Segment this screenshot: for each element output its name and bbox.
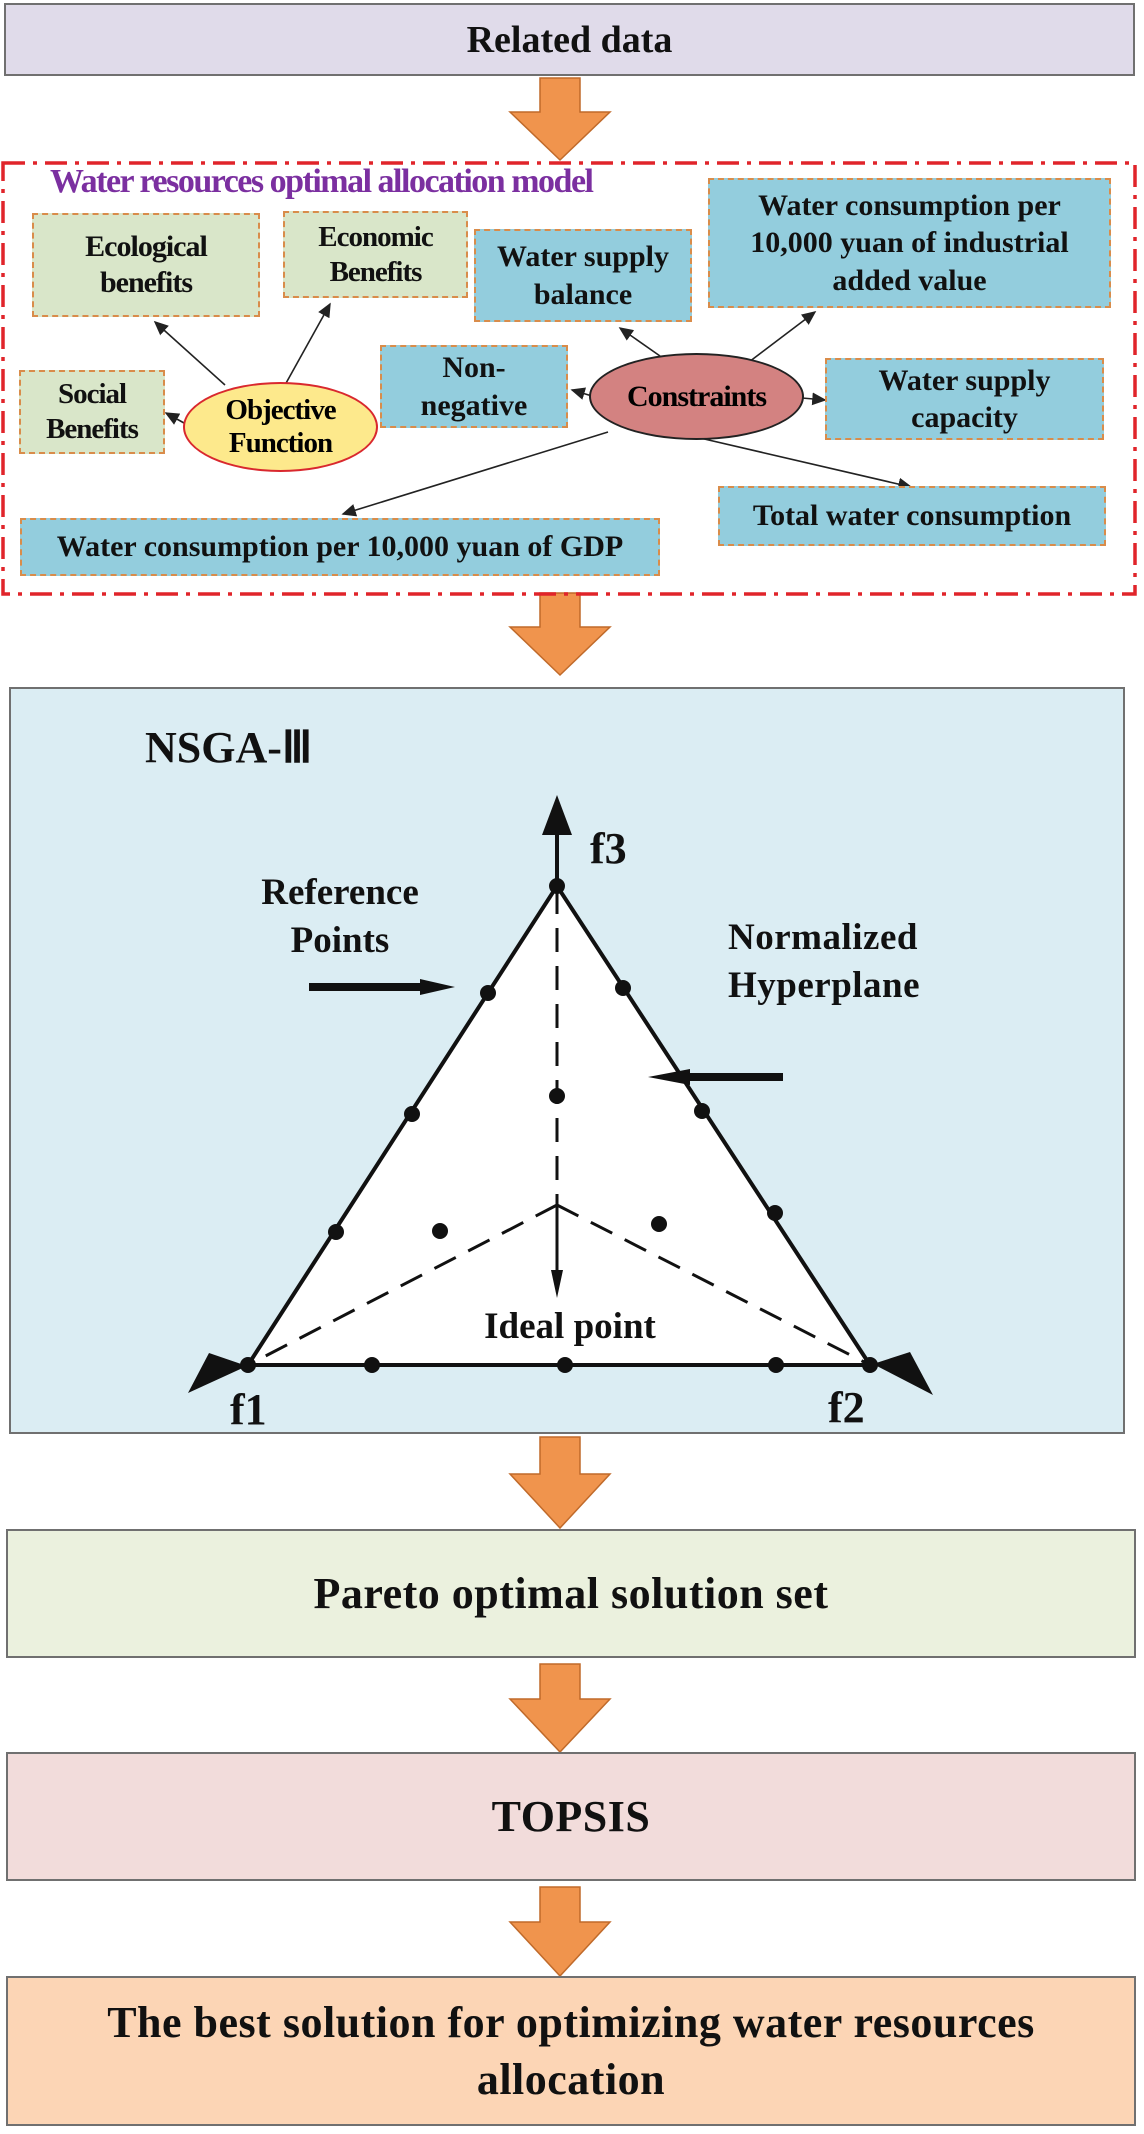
water-supply-balance-box: Water supply balance [474, 229, 692, 322]
f3-axis-text: f3 [590, 824, 627, 873]
model-border [1, 161, 1137, 596]
nsga-triangle-diagram [188, 795, 933, 1395]
reference-point [651, 1216, 667, 1232]
water-supply-capacity-label: Water supply capacity [878, 363, 1051, 435]
objective-function-label: Objective Function [225, 393, 336, 459]
ideal-point-label-box: Ideal point [464, 1302, 676, 1350]
economic-benefits-label: Economic Benefits [318, 220, 433, 288]
ideal-dashed-right [556, 1203, 867, 1365]
total-water-box: Total water consumption [718, 486, 1106, 546]
nsga-title: NSGA-Ⅲ [145, 722, 312, 773]
f3-axis-label: f3 [590, 823, 627, 874]
reference-point [432, 1223, 448, 1239]
f2-axis-label: f2 [828, 1382, 865, 1433]
flow-arrow-1 [508, 77, 612, 162]
topsis-box: TOPSIS [6, 1752, 1136, 1881]
reference-point [480, 985, 496, 1001]
model-title: Water resources optimal allocation model [50, 163, 594, 201]
reference-point [767, 1205, 783, 1221]
f1-axis-text: f1 [230, 1385, 267, 1434]
gdp-water-box: Water consumption per 10,000 yuan of GDP [20, 518, 660, 576]
link-total [699, 437, 913, 491]
flow-arrow-4 [508, 1663, 612, 1754]
ideal-point-label: Ideal point [484, 1305, 656, 1347]
industrial-water-label: Water consumption per 10,000 yuan of ind… [750, 188, 1069, 297]
pareto-box: Pareto optimal solution set [6, 1529, 1136, 1658]
social-benefits-box: Social Benefits [19, 370, 165, 454]
constraints-ellipse: Constraints [589, 353, 804, 440]
reference-point [694, 1103, 710, 1119]
f2-axis-text: f2 [828, 1383, 865, 1432]
constraints-label: Constraints [626, 379, 767, 413]
normalized-hyperplane-label: Normalized Hyperplane [728, 917, 921, 1007]
hyperplane-arrow [648, 1069, 783, 1085]
link-social [164, 412, 185, 425]
reference-point [549, 1088, 565, 1104]
link-gdp [341, 431, 609, 517]
link-nonneg [570, 387, 593, 400]
reference-point [615, 980, 631, 996]
non-negative-label: Non-negative [420, 351, 528, 422]
nsga-title-text: NSGA-Ⅲ [145, 723, 313, 772]
ecological-benefits-box: Ecological benefits [32, 213, 260, 317]
pareto-label: Pareto optimal solution set [313, 1569, 829, 1618]
ecological-benefits-label: Ecological benefits [85, 230, 208, 299]
ideal-point-arrowhead [551, 1270, 563, 1298]
normalized-hyperplane-label-box: Normalized Hyperplane [728, 914, 978, 1010]
flow-arrow-3 [508, 1436, 612, 1530]
flow-arrow-2 [508, 592, 612, 677]
model-title-text: Water resources optimal allocation model [50, 163, 594, 200]
topsis-label: TOPSIS [491, 1792, 651, 1841]
total-water-label: Total water consumption [752, 499, 1072, 532]
f3-axis-arrowhead [542, 795, 572, 835]
related-data-box: Related data [4, 3, 1135, 76]
reference-point [862, 1357, 878, 1373]
reference-point [549, 878, 565, 894]
reference-point [768, 1357, 784, 1373]
link-econ [284, 302, 331, 386]
f2-axis-arrowhead [873, 1352, 933, 1395]
social-benefits-label: Social Benefits [46, 378, 139, 445]
link-supply-balance [618, 327, 661, 357]
flow-arrow-5 [508, 1886, 612, 1978]
water-supply-capacity-box: Water supply capacity [825, 358, 1104, 440]
best-solution-box: The best solution for optimizing water r… [6, 1976, 1136, 2126]
industrial-water-box: Water consumption per 10,000 yuan of ind… [708, 178, 1111, 308]
link-capacity [801, 392, 827, 406]
ideal-dashed-left [251, 1203, 558, 1365]
objective-function-ellipse: Objective Function [183, 382, 378, 472]
gdp-water-label: Water consumption per 10,000 yuan of GDP [56, 530, 624, 563]
reference-point [404, 1106, 420, 1122]
reference-points-label-box: Reference Points [240, 867, 440, 967]
economic-benefits-box: Economic Benefits [283, 211, 468, 298]
reference-points-label: Reference Points [261, 871, 419, 961]
f1-axis-label: f1 [230, 1384, 267, 1435]
reference-point [364, 1357, 380, 1373]
water-supply-balance-label: Water supply balance [497, 240, 669, 311]
best-solution-label: The best solution for optimizing water r… [107, 1997, 1035, 2104]
reference-point [328, 1224, 344, 1240]
related-data-label: Related data [466, 18, 673, 61]
f1-axis-arrowhead [188, 1353, 247, 1393]
link-eco [153, 320, 226, 386]
reference-arrow [309, 979, 455, 995]
link-industrial [744, 311, 817, 366]
reference-point [240, 1357, 256, 1373]
non-negative-box: Non-negative [380, 345, 568, 428]
reference-point [557, 1357, 573, 1373]
